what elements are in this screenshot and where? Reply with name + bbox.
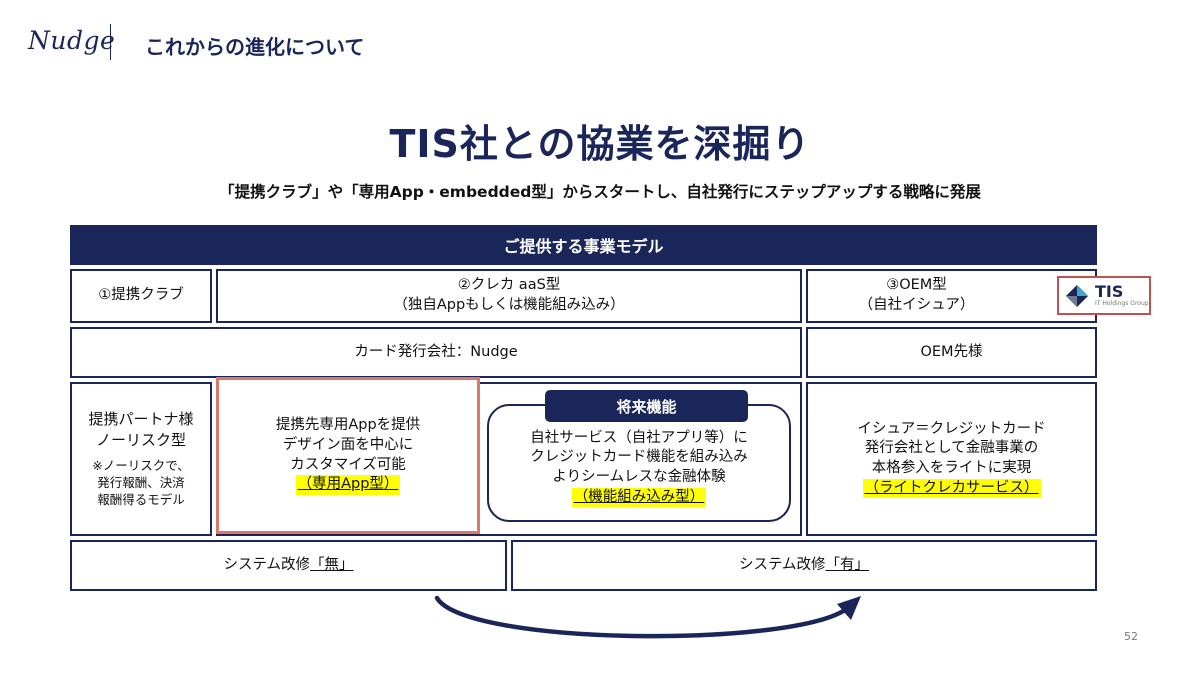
slide-title: TIS社との協業を深掘り	[389, 122, 811, 166]
tis-logo: TIS IT Holdings Group	[1057, 276, 1151, 315]
embedded-feature-box: 自社サービス（自社アプリ等）に クレジットカード機能を組み込み よりシームレスな…	[487, 404, 791, 522]
model-affiliate-club-label: ①提携クラブ	[98, 287, 184, 304]
business-model-banner: ご提供する事業モデル	[70, 225, 1097, 265]
model-oem: ③OEM型 （自社イシュア）	[806, 269, 1097, 323]
system-mod-none-value: 「無」	[310, 556, 354, 573]
oem-detail-line3: 本格参入をライトに実現	[871, 460, 1032, 476]
oem-client-box: OEM先様	[806, 327, 1097, 378]
oem-detail-line2: 発行会社として金融事業の	[864, 440, 1039, 457]
embedded-line2: クレジットカード機能を組み込み	[530, 449, 748, 466]
nudge-logo: Nudge	[28, 26, 116, 55]
system-mod-none-box: システム改修 「無」	[70, 540, 507, 591]
section-title: これからの進化について	[145, 35, 365, 59]
model-credit-aas: ②クレカ aaS型 （独自Appもしくは機能組み込み）	[216, 269, 802, 323]
dedicated-app-line1: 提携先専用Appを提供	[275, 417, 421, 434]
oem-detail-line1: イシュア＝クレジットカード	[857, 420, 1046, 437]
partner-title-line1: 提携パートナ様	[88, 410, 194, 429]
card-issuer-label: カード発行会社：Nudge	[354, 343, 518, 360]
dedicated-app-line3: カスタマイズ可能	[290, 456, 406, 473]
dedicated-app-tag: （専用App型）	[295, 475, 401, 495]
oem-detail-box: イシュア＝クレジットカード 発行会社として金融事業の 本格参入をライトに実現 （…	[806, 382, 1097, 536]
embedded-line1: 自社サービス（自社アプリ等）に	[530, 429, 748, 446]
tis-diamond-icon	[1066, 284, 1088, 307]
partner-title-line2: ノーリスク型	[95, 430, 186, 449]
model-affiliate-club: ①提携クラブ	[70, 269, 212, 323]
partner-note-line1: ※ノーリスクで、	[92, 457, 190, 473]
dedicated-app-line2: デザイン面を中心に	[282, 436, 414, 453]
card-issuer-box: カード発行会社：Nudge	[70, 327, 802, 378]
system-mod-required-box: システム改修 「有」	[511, 540, 1097, 591]
future-feature-label: 将来機能	[545, 390, 748, 422]
header-divider	[110, 24, 111, 60]
model-oem-line1: ③OEM型	[886, 277, 947, 294]
embedded-tag: （機能組み込み型）	[571, 487, 707, 508]
tis-logo-text: TIS	[1095, 282, 1124, 301]
slide-subtitle: 「提携クラブ」や「専用App・embedded型」からスタートし、自社発行にステ…	[219, 183, 981, 201]
tis-logo-subtext: IT Holdings Group	[1095, 300, 1149, 307]
embedded-line3: よりシームレスな金融体験	[552, 469, 726, 485]
partner-detail-box: 提携パートナ様 ノーリスク型 ※ノーリスクで、 発行報酬、決済 報酬得るモデル	[70, 382, 212, 536]
system-mod-required-value: 「有」	[825, 556, 870, 573]
oem-client-label: OEM先様	[920, 343, 983, 360]
oem-detail-tag: （ライトクレカサービス）	[862, 478, 1041, 499]
progression-arrow-icon	[434, 595, 861, 639]
model-oem-line2: （自社イシュア）	[858, 297, 975, 313]
partner-note-line3: 報酬得るモデル	[97, 491, 185, 507]
partner-note-line2: 発行報酬、決済	[97, 474, 185, 490]
system-mod-none-prefix: システム改修	[223, 556, 311, 573]
model-credit-aas-line2: （独自Appもしくは機能組み込み）	[393, 297, 625, 313]
model-credit-aas-line1: ②クレカ aaS型	[457, 277, 561, 294]
dedicated-app-box: 提携先専用Appを提供 デザイン面を中心に カスタマイズ可能 （専用App型）	[216, 377, 480, 534]
system-mod-required-prefix: システム改修	[738, 556, 826, 573]
page-number: 52	[1124, 630, 1138, 643]
